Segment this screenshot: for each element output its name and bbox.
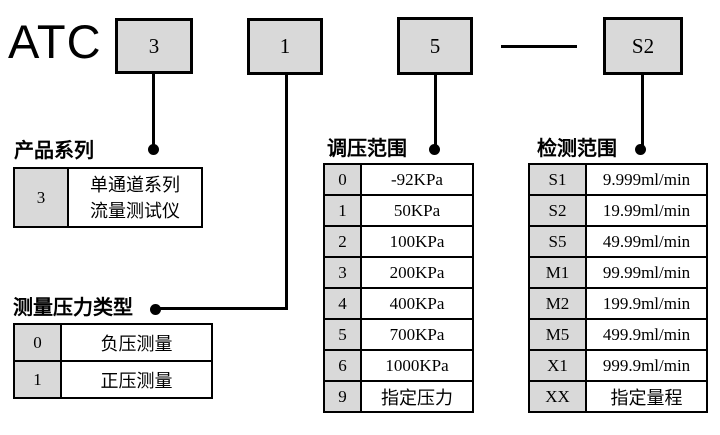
pressure-range-title: 调压范围	[327, 138, 407, 160]
desc-cell: 19.99ml/min	[585, 194, 708, 227]
series-desc-cell: 单通道系列 流量测试仪	[67, 167, 203, 228]
code-box-pressure-range: 5	[397, 17, 473, 75]
product-series-table: 3 单通道系列 流量测试仪	[13, 167, 203, 228]
detection-range-title: 检测范围	[537, 138, 617, 160]
connector-pressure-type-hline	[157, 307, 288, 310]
connector-series-line	[152, 73, 155, 150]
desc-cell: 100KPa	[360, 225, 474, 258]
code-cell: 5	[323, 318, 362, 351]
desc-cell: 700KPa	[360, 318, 474, 351]
table-row: S1 9.999ml/min	[528, 163, 708, 196]
desc-cell: 99.99ml/min	[585, 256, 708, 289]
table-row: 9 指定压力	[323, 380, 474, 413]
table-row: 0 负压测量	[13, 323, 213, 362]
code-cell: M2	[528, 287, 587, 320]
table-row: 5 700KPa	[323, 318, 474, 351]
table-row: M2 199.9ml/min	[528, 287, 708, 320]
series-desc-line1: 单通道系列	[90, 174, 180, 195]
code-cell: 2	[323, 225, 362, 258]
code-cell: 6	[323, 349, 362, 382]
code-cell: S5	[528, 225, 587, 258]
code-cell: XX	[528, 380, 587, 413]
desc-cell: 指定量程	[585, 380, 708, 413]
pressure-type-title: 测量压力类型	[13, 297, 133, 319]
code-cell: 1	[323, 194, 362, 227]
code-cell: 0	[13, 323, 62, 362]
table-row: M5 499.9ml/min	[528, 318, 708, 351]
series-desc-line2: 流量测试仪	[90, 200, 180, 221]
code-cell: 9	[323, 380, 362, 413]
desc-cell: 负压测量	[60, 323, 213, 362]
code-cell: M1	[528, 256, 587, 289]
series-code-cell: 3	[13, 167, 69, 228]
table-row: 3 单通道系列 流量测试仪	[13, 167, 203, 228]
dash-separator	[501, 45, 577, 48]
connector-pressure-range-line	[434, 74, 437, 150]
desc-cell: 199.9ml/min	[585, 287, 708, 320]
desc-cell: -92KPa	[360, 163, 474, 196]
desc-cell: 指定压力	[360, 380, 474, 413]
desc-cell: 50KPa	[360, 194, 474, 227]
desc-cell: 9.999ml/min	[585, 163, 708, 196]
detection-range-table: S1 9.999ml/min S2 19.99ml/min S5 49.99ml…	[528, 163, 708, 413]
table-row: M1 99.99ml/min	[528, 256, 708, 289]
code-cell: 4	[323, 287, 362, 320]
code-box-detection-range: S2	[603, 17, 683, 75]
code-box-series: 3	[115, 18, 193, 74]
model-prefix: ATC	[8, 15, 102, 68]
code-cell: 1	[13, 360, 62, 399]
table-row: 1 50KPa	[323, 194, 474, 227]
code-cell: 3	[323, 256, 362, 289]
product-series-title: 产品系列	[14, 140, 94, 162]
code-cell: M5	[528, 318, 587, 351]
connector-detection-range-dot	[635, 144, 646, 155]
table-row: S2 19.99ml/min	[528, 194, 708, 227]
table-row: 6 1000KPa	[323, 349, 474, 382]
desc-cell: 正压测量	[60, 360, 213, 399]
table-row: 1 正压测量	[13, 360, 213, 399]
table-row: 2 100KPa	[323, 225, 474, 258]
desc-cell: 1000KPa	[360, 349, 474, 382]
desc-cell: 499.9ml/min	[585, 318, 708, 351]
code-box-pressure-type: 1	[247, 18, 323, 75]
desc-cell: 999.9ml/min	[585, 349, 708, 382]
connector-pressure-type-dot	[150, 304, 161, 315]
code-cell: X1	[528, 349, 587, 382]
connector-pressure-range-dot	[429, 144, 440, 155]
code-cell: S2	[528, 194, 587, 227]
desc-cell: 200KPa	[360, 256, 474, 289]
table-row: XX 指定量程	[528, 380, 708, 413]
desc-cell: 49.99ml/min	[585, 225, 708, 258]
pressure-type-table: 0 负压测量 1 正压测量	[13, 323, 213, 399]
code-cell: S1	[528, 163, 587, 196]
connector-detection-range-line	[641, 74, 644, 150]
table-row: 0 -92KPa	[323, 163, 474, 196]
connector-series-dot	[148, 144, 159, 155]
connector-pressure-type-vline	[285, 74, 288, 310]
code-cell: 0	[323, 163, 362, 196]
table-row: 3 200KPa	[323, 256, 474, 289]
table-row: X1 999.9ml/min	[528, 349, 708, 382]
desc-cell: 400KPa	[360, 287, 474, 320]
pressure-range-table: 0 -92KPa 1 50KPa 2 100KPa 3 200KPa 4 400…	[323, 163, 474, 413]
table-row: S5 49.99ml/min	[528, 225, 708, 258]
table-row: 4 400KPa	[323, 287, 474, 320]
